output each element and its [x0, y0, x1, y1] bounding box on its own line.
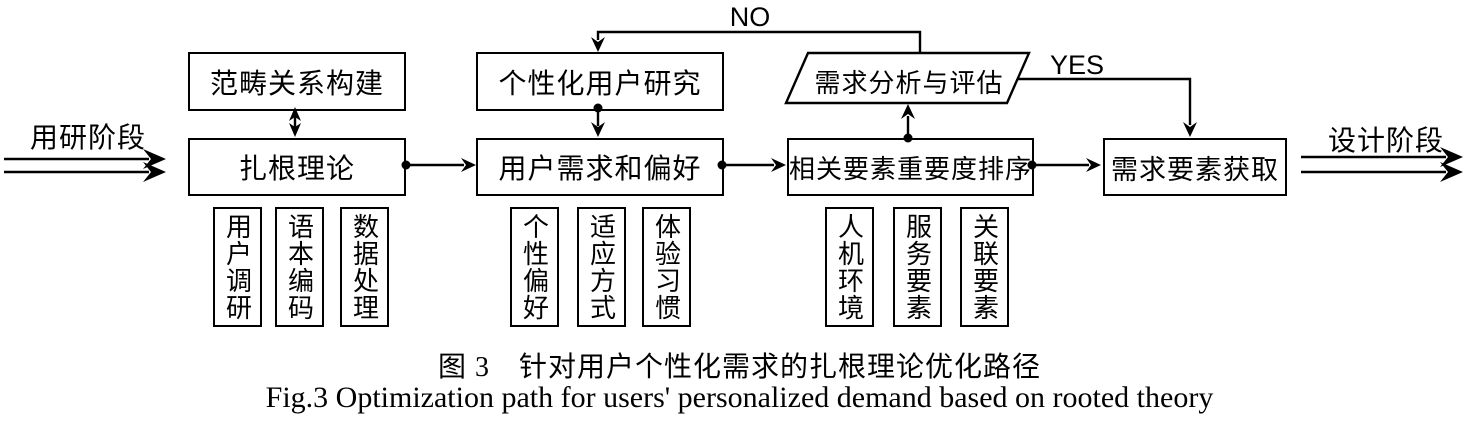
box-category-relation: 范畴关系构建 [188, 52, 406, 111]
double-headed-arrow-icon [289, 107, 301, 137]
caption-zh: 图 3 针对用户个性化需求的扎根理论优化路径 [437, 352, 1041, 383]
box-user-demand-preference: 用户需求和偏好 [476, 138, 724, 196]
box-demand-analysis: 需求分析与评估 [814, 68, 1004, 98]
no-loop-arrow [591, 30, 922, 53]
box-demand-factor-acquisition: 需求要素获取 [1103, 138, 1287, 196]
subbox-text-coding: 语本编码 [275, 207, 324, 327]
flow-arrow-5 [1027, 158, 1101, 172]
flow-arrow-3 [717, 158, 786, 172]
right-phase-label: 设计阶段 [1328, 125, 1445, 156]
subbox-human-machine-environment: 人机环境 [825, 207, 874, 327]
subbox-service-factor: 服务要素 [893, 207, 942, 327]
subbox-association-factor: 关联要素 [960, 207, 1009, 327]
caption-en: Fig.3 Optimization path for users' perso… [265, 381, 1214, 414]
subbox-experience-habit: 体验习惯 [642, 207, 691, 327]
yes-label: YES [1049, 50, 1105, 80]
flow-arrow-4 [901, 104, 915, 143]
subbox-user-survey: 用户调研 [213, 207, 262, 327]
flow-arrow-1 [401, 158, 476, 172]
yes-branch-arrow [1017, 77, 1197, 137]
box-factor-importance-ranking: 相关要素重要度排序 [787, 138, 1034, 196]
no-label: NO [729, 2, 771, 32]
subbox-adaptation-mode: 适应方式 [577, 207, 626, 327]
subbox-personal-preference: 个性偏好 [510, 207, 559, 327]
subbox-data-processing: 数据处理 [340, 207, 389, 327]
box-grounded-theory: 扎根理论 [188, 138, 406, 196]
box-personalized-user-research: 个性化用户研究 [476, 52, 724, 111]
left-phase-label: 用研阶段 [29, 122, 146, 153]
